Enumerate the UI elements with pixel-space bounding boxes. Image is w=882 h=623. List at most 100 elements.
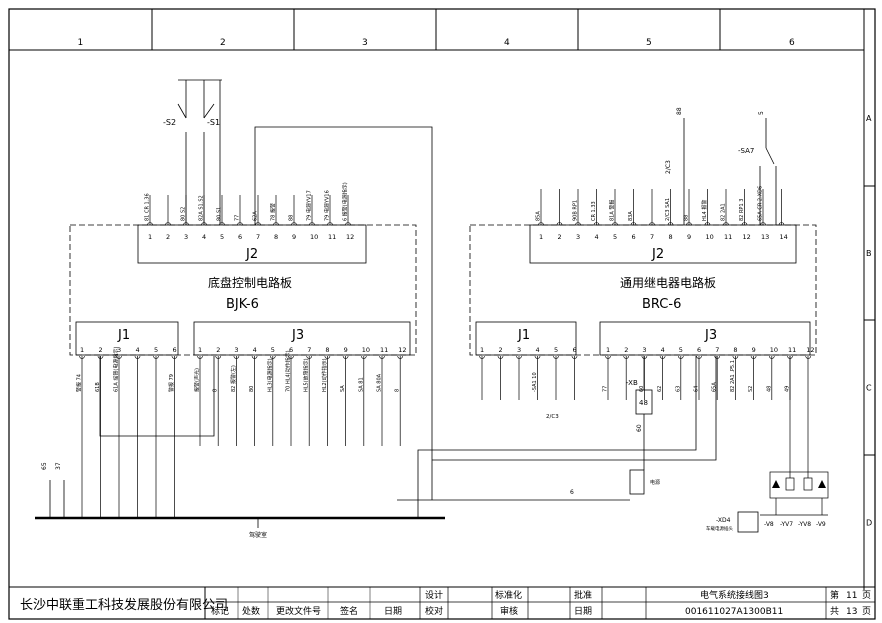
wire-label: 8	[395, 389, 401, 392]
pin-number: 8	[325, 346, 329, 354]
left-board-name-cn: 底盘控制电路板	[208, 275, 292, 290]
right-board-name-cn: 通用继电器电路板	[620, 275, 716, 290]
pin-number: 1	[80, 346, 84, 354]
switch-sa7-label: -SA7	[738, 147, 754, 155]
bottom-label: -V8	[764, 521, 774, 528]
pin-number: 4	[595, 233, 599, 241]
pin-number: 10	[362, 346, 370, 354]
left-bus-label-65: 65	[41, 462, 48, 470]
wire-label: 48	[766, 386, 772, 392]
ref-2c3-top: 2/C3	[665, 160, 672, 174]
pin-number: 6	[573, 346, 577, 354]
left-loop-wire	[99, 356, 215, 437]
wire-j3-7	[432, 356, 717, 461]
relay-xb-value: 48	[639, 399, 648, 407]
wire-label: SA 80A	[377, 373, 383, 392]
wire-label: 6 报警(电源指示)	[342, 182, 349, 221]
outer-frame	[8, 8, 876, 620]
pin-number: 9	[344, 346, 348, 354]
pin-number: 4	[253, 346, 257, 354]
bus-6-label: 6	[570, 489, 574, 496]
wire-label: 83A	[628, 211, 634, 221]
row-label: B	[866, 249, 872, 258]
wire-label: 79 电源YV17	[306, 190, 313, 221]
switch-sa7-blade	[765, 147, 775, 165]
pin-number: 10	[770, 346, 778, 354]
wire-label: S2	[748, 386, 754, 392]
right-j2-label: J2	[651, 247, 664, 262]
wire-label: 81 CR 1.36	[145, 193, 151, 221]
pin-number: 5	[220, 233, 224, 241]
bottom-label: -YV7	[780, 521, 793, 528]
company-name: 长沙中联重工科技发展股份有限公司	[20, 597, 228, 613]
pin-number: 4	[202, 233, 206, 241]
wire-label: 82 RP1 3	[739, 199, 745, 221]
pin-number: 10	[706, 233, 714, 241]
pin-number: 7	[715, 346, 719, 354]
wire-label: 78 报警	[270, 203, 277, 221]
column-dividers	[151, 9, 721, 50]
wire-label: 65A CR 2.XD6	[758, 186, 764, 221]
wire-label: 60	[639, 386, 645, 392]
right-j2-connector	[529, 224, 797, 264]
pin-number: 12	[743, 233, 751, 241]
header-change-doc: 更改文件号	[276, 605, 321, 617]
wire-label: SA 81	[358, 377, 364, 392]
wire-label: 61B	[95, 382, 101, 392]
bottom-label: -V9	[816, 521, 826, 528]
wire-label: 警报 74	[76, 374, 83, 392]
wire-label: 2/C3 SA1	[665, 198, 671, 221]
wire-label: 70 HL4(动作指示)	[285, 350, 292, 392]
pin-number: 5	[554, 346, 558, 354]
wire-label: 80 S2	[181, 207, 187, 221]
pin-number: 1	[198, 346, 202, 354]
lamp-element	[629, 469, 645, 495]
wire-label: 63	[675, 386, 681, 392]
pin-number: 2	[499, 346, 503, 354]
pin-number: 12	[346, 233, 354, 241]
left-j1-label: J1	[117, 328, 130, 343]
wire-j3-6	[417, 356, 697, 518]
left-j2-connector	[137, 224, 367, 264]
wire-label: 81A 警报	[609, 200, 616, 221]
wire-label: HL5(故障指示)	[303, 358, 310, 392]
wire-label: 88	[684, 215, 690, 221]
column-label: 2	[220, 38, 226, 48]
wire-label: HL3(电源指示)	[266, 358, 273, 392]
column-label: 4	[504, 38, 510, 48]
right-j1-label: J1	[517, 328, 530, 343]
pin-number: 8	[733, 346, 737, 354]
wire-label: 82A S1.S2	[199, 195, 205, 221]
pin-number: 2	[216, 346, 220, 354]
wire-label: SA	[340, 385, 346, 392]
pin-number: 3	[117, 346, 121, 354]
right-j3-connector	[599, 321, 811, 356]
pin-number: 1	[539, 233, 543, 241]
bottom-labels: -V8 -YV7 -YV8 -V9	[764, 521, 826, 528]
relay-bank	[760, 356, 829, 516]
label-approve: 批准	[574, 589, 592, 601]
relay-bottom-label: 60	[636, 424, 643, 432]
pin-number: 11	[328, 233, 336, 241]
pin-number: 7	[256, 233, 260, 241]
pin-number: 3	[517, 346, 521, 354]
pin-number: 11	[788, 346, 796, 354]
wire-label: 82 报警(左)	[230, 365, 237, 392]
left-j2-label: J2	[245, 247, 258, 262]
wire-label: 90B RP1	[573, 200, 579, 221]
header-count: 处数	[242, 605, 260, 617]
pin-number: 9	[687, 233, 691, 241]
wire-label: 报警(声光)	[194, 368, 201, 392]
pin-number: 7	[650, 233, 654, 241]
wire-label: CR 1.33	[591, 201, 597, 221]
label-date: 日期	[574, 606, 592, 617]
row-label: C	[866, 384, 872, 393]
relay-xb-label: -XB	[626, 379, 638, 387]
pin-number: 2	[558, 233, 562, 241]
bottom-label: -YV8	[798, 521, 811, 528]
